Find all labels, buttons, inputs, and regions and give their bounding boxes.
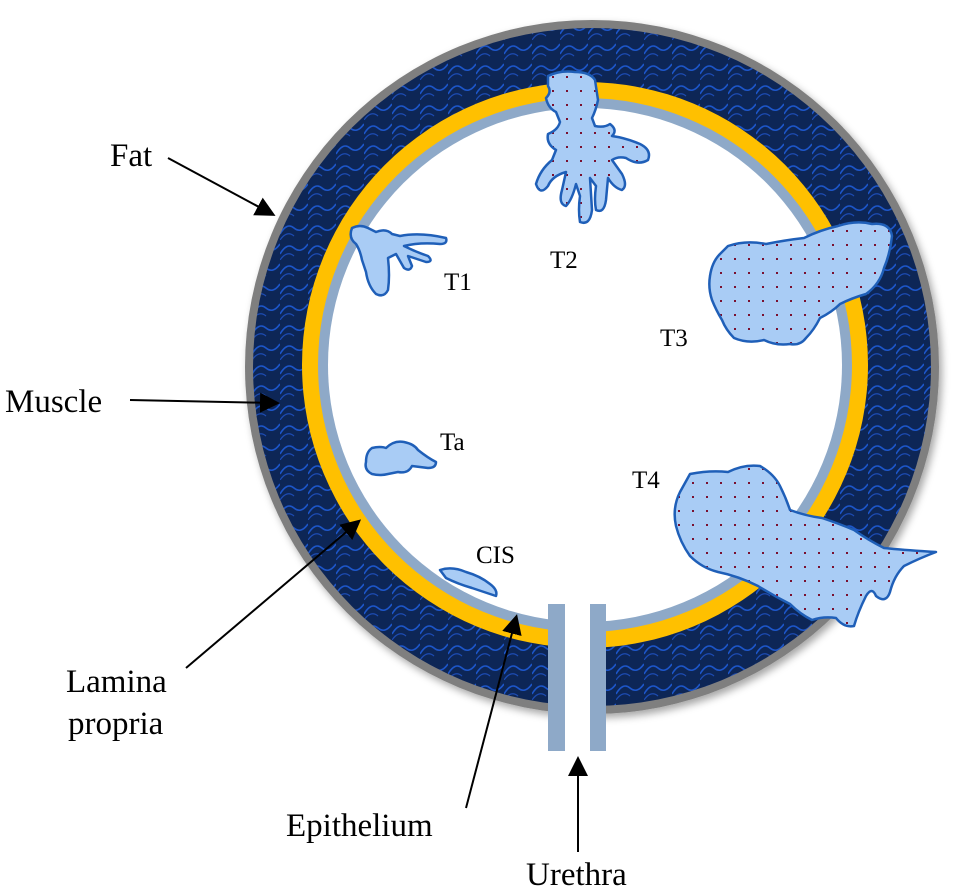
- arrows: [129, 157, 588, 852]
- tumor-t1: [349, 224, 448, 297]
- lamina-propria-label-line1: Lamina: [66, 664, 167, 700]
- tumor-t3: [708, 221, 894, 346]
- tumor-ta: [364, 440, 438, 477]
- fat-label: Fat: [110, 138, 152, 174]
- stage-label-t4: T4: [632, 467, 660, 494]
- fat-arrow: [167, 157, 276, 216]
- tumor-cis: [438, 567, 498, 598]
- stage-label-t2: T2: [550, 247, 578, 274]
- stage-label-cis: CIS: [476, 542, 515, 569]
- tumors: [349, 70, 938, 628]
- urethra-tube: [548, 604, 606, 751]
- tumor-t2: [534, 70, 651, 224]
- urethra-label: Urethra: [526, 857, 627, 893]
- epithelium-label: Epithelium: [286, 808, 433, 844]
- tumor-t4: [673, 464, 938, 628]
- stage-label-t3: T3: [660, 325, 688, 352]
- muscle-arrow: [129, 392, 280, 413]
- muscle-label: Muscle: [5, 384, 102, 420]
- stage-label-t1: T1: [444, 269, 472, 296]
- lamina-propria-arrow: [185, 519, 362, 669]
- epithelium-arrow: [465, 614, 522, 809]
- lamina-propria-label-line2: propria: [68, 706, 164, 742]
- stage-label-ta: Ta: [440, 429, 465, 456]
- stage-labels: T1 T2 T3 Ta T4 CIS: [440, 247, 688, 569]
- layer-labels: Fat Muscle Lamina propria Epithelium Ure…: [5, 138, 627, 893]
